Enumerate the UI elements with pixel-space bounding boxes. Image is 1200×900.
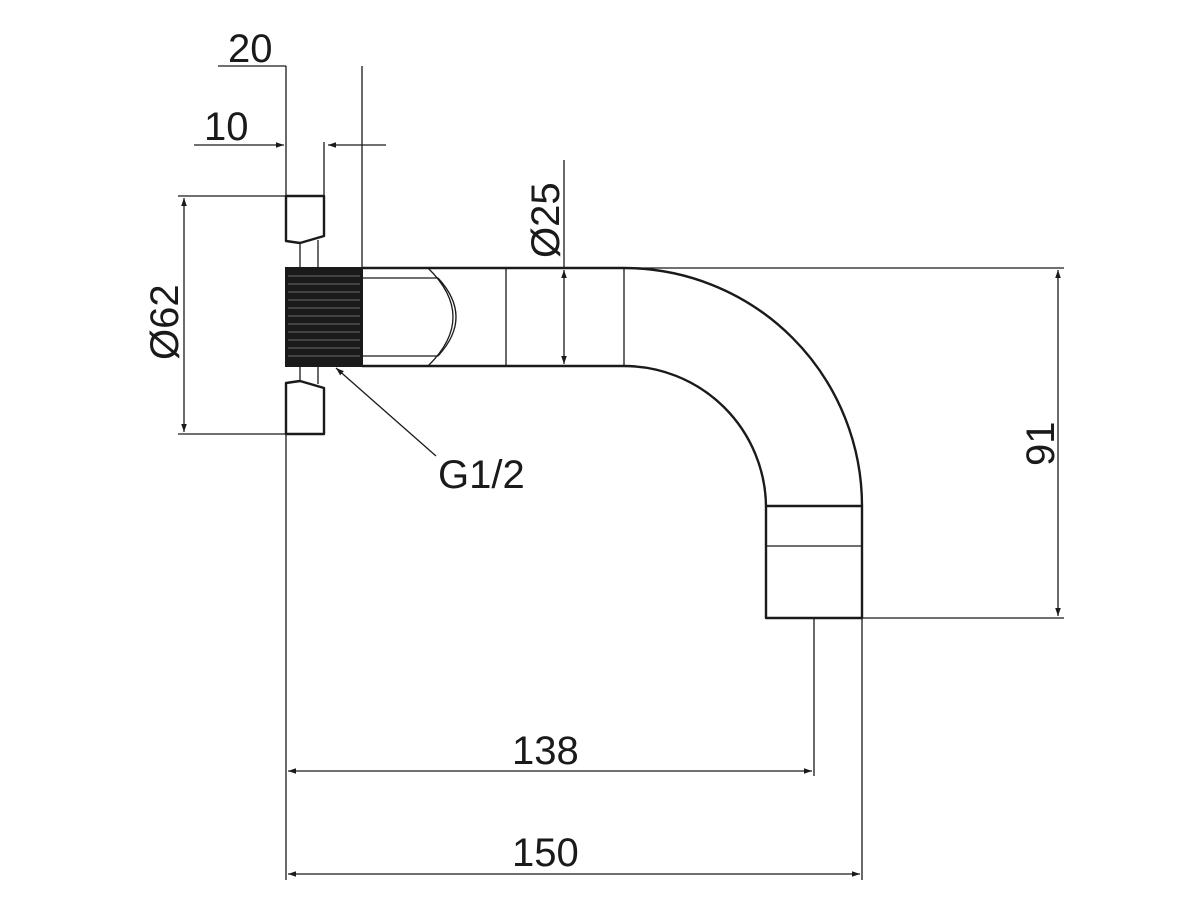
dim-flange-diameter: Ø62: [143, 284, 187, 360]
flange-lower: [284, 379, 326, 436]
dim-reach-outlet: 138: [512, 729, 579, 773]
thread-section: [285, 267, 363, 367]
outlet: [764, 504, 864, 620]
dim-flange-thickness: 20: [228, 27, 273, 71]
dim-wall-gap: 10: [204, 105, 249, 149]
thread-label: G1/2: [438, 453, 525, 497]
dim-drop-height: 91: [1019, 422, 1063, 467]
dimension-lines: [178, 65, 1064, 880]
spout-part: [284, 194, 864, 620]
thread-pattern: [288, 275, 360, 357]
dim-spout-diameter: Ø25: [524, 182, 568, 258]
bend-inner: [623, 364, 768, 507]
dim-overall-length: 150: [512, 831, 579, 875]
bend-outer: [623, 266, 864, 507]
flange-upper: [284, 194, 326, 245]
